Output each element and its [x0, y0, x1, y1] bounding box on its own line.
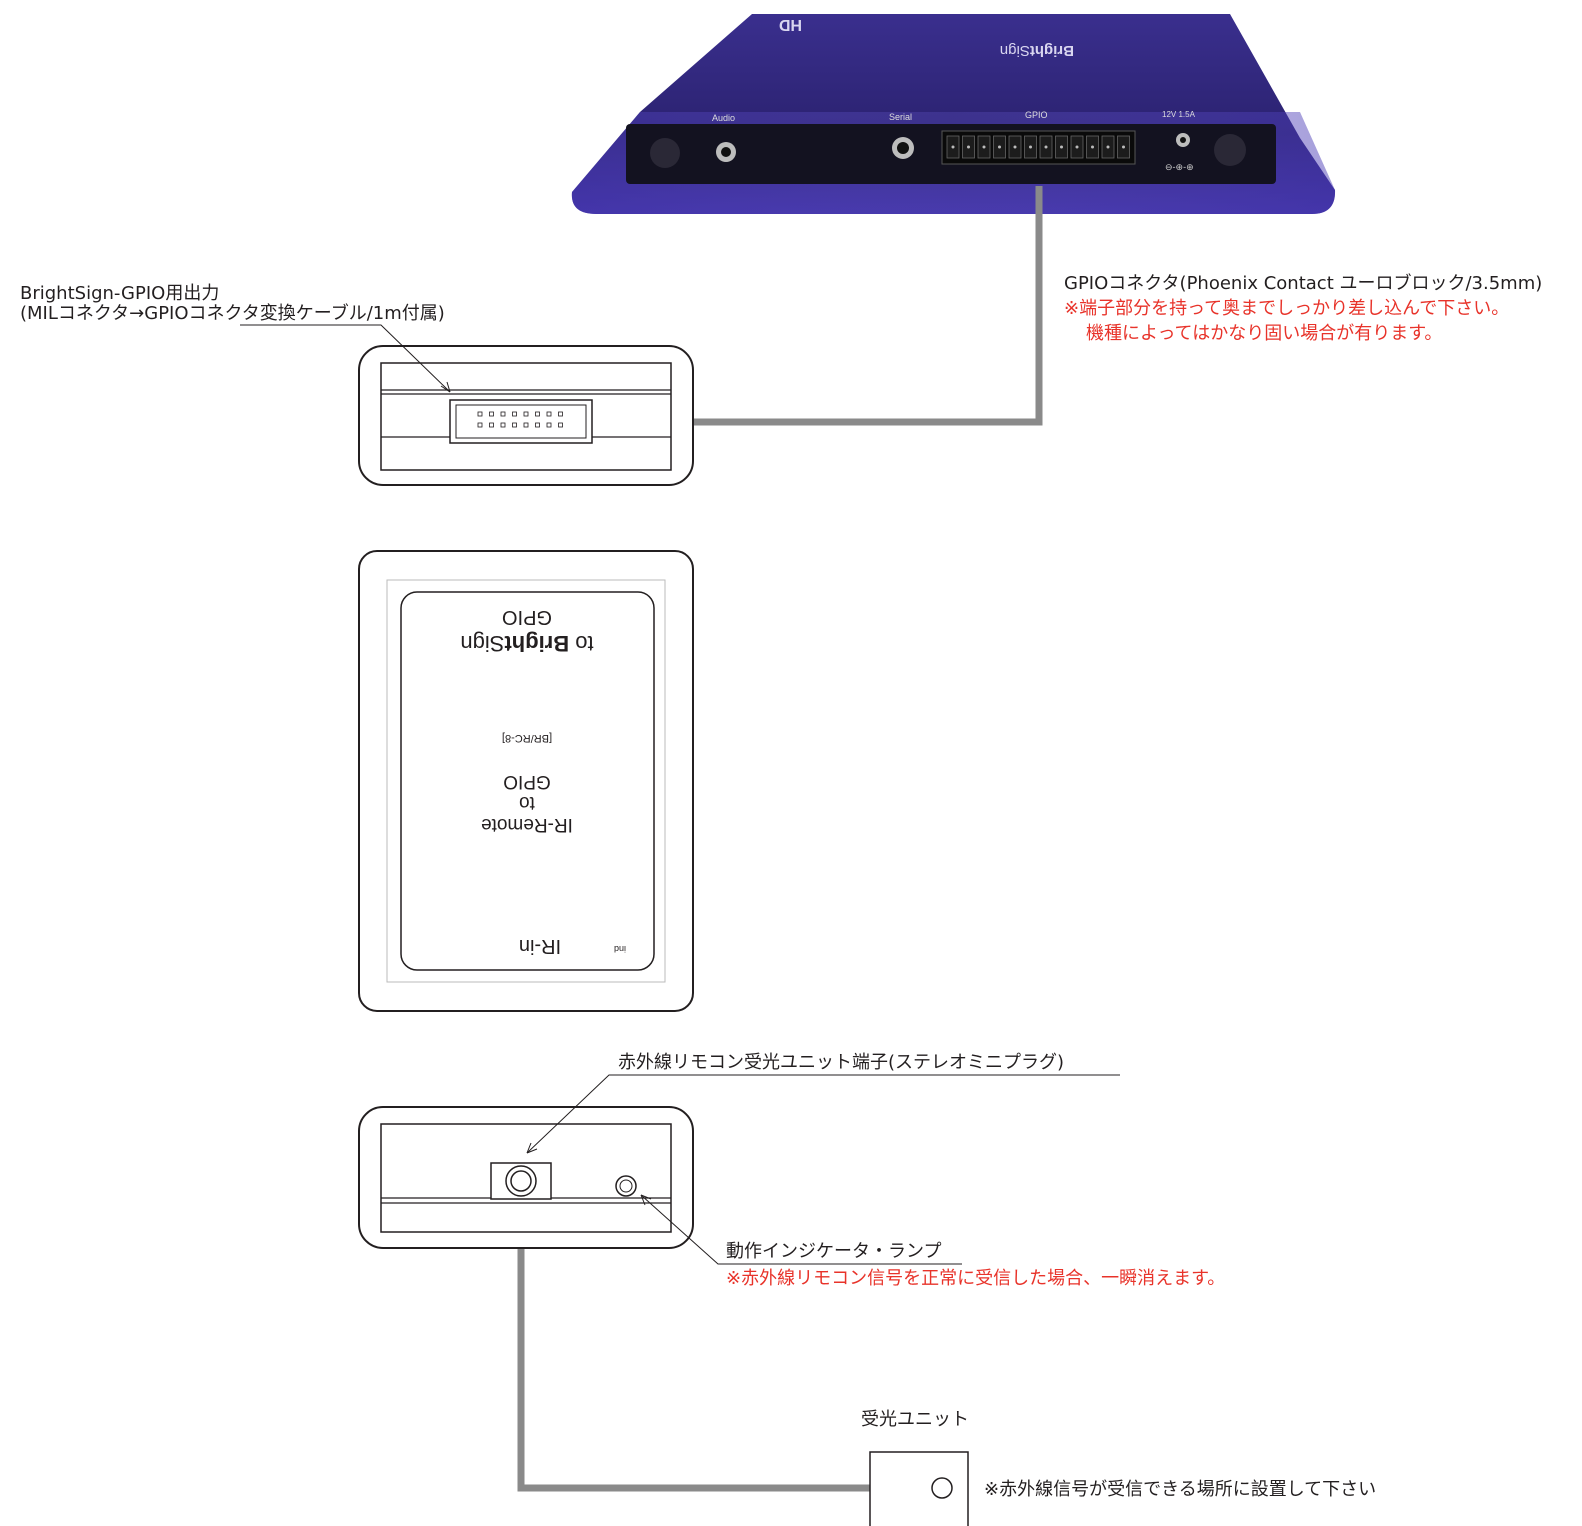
leader-lines — [240, 324, 1120, 1265]
gpio-pin-screw — [1106, 145, 1110, 149]
gpio-pin-screw — [998, 145, 1001, 149]
gpio-terminal-pins — [946, 135, 1130, 159]
indicator-title: 動作インジケータ・ランプ — [726, 1241, 942, 1262]
mil-pin — [535, 411, 540, 417]
ir-receiver-cable — [517, 1199, 870, 1492]
indicator-note: ※赤外線リモコン信号を正常に受信した場合、一瞬消えます。 — [726, 1268, 1226, 1289]
label-to-brightsign: to BrightSign — [460, 631, 593, 656]
gpio-pin-screw — [1013, 145, 1017, 149]
mil-pin — [546, 422, 552, 428]
module-top-view: GPIO to BrightSign [BR/RC-8] GPIO to IR-… — [358, 550, 694, 1012]
receiver-note: ※赤外線信号が受信できる場所に設置して下さい — [984, 1479, 1377, 1500]
leader-ir-terminal — [526, 1074, 1120, 1154]
module-rear-view — [358, 345, 694, 486]
mil-pin — [489, 422, 494, 428]
mil-pin — [546, 411, 552, 417]
cables — [517, 186, 1043, 1492]
gpio-pin-screw — [967, 145, 970, 149]
gpio-pin-screw — [1075, 145, 1079, 149]
label-gpio-top: GPIO — [502, 606, 552, 628]
gpio-port-label: GPIO — [1025, 110, 1048, 120]
gpio-connector-note-2: 機種によってはかなり固い場合が有ります。 — [1086, 323, 1443, 344]
gpio-output-title: BrightSign-GPIO用出力 — [20, 283, 220, 304]
leader-gpio-output — [240, 324, 451, 393]
mil-connector-pins — [477, 411, 563, 428]
label-line-to: to — [519, 792, 535, 813]
gpio-pin-screw — [951, 145, 955, 149]
gpio-pin-screw — [1029, 145, 1032, 149]
gpio-pin-screw — [1060, 145, 1063, 149]
right-foot — [1214, 134, 1246, 166]
mil-pin — [489, 411, 494, 417]
gpio-connector-title: GPIOコネクタ(Phoenix Contact ユーロブロック/3.5mm) — [1064, 273, 1543, 294]
mil-pin — [558, 422, 563, 428]
svg-text:to BrightSign: to BrightSign — [460, 631, 593, 656]
label-ind: ind — [614, 944, 626, 954]
mil-pin — [500, 422, 506, 428]
gpio-cable — [596, 186, 1043, 426]
power-port-label: 12V 1.5A — [1162, 110, 1196, 119]
mil-pin — [500, 411, 506, 417]
gpio-output-subtitle: (MILコネクタ→GPIOコネクタ変換ケーブル/1m付属) — [20, 303, 445, 324]
label-model: [BR/RC-8] — [502, 732, 552, 744]
receiver-title: 受光ユニット — [861, 1409, 969, 1430]
mil-pin — [523, 411, 529, 417]
mil-pin — [512, 411, 517, 417]
receiver-box — [869, 1451, 969, 1526]
mil-pin — [523, 422, 529, 428]
mil-pin — [477, 422, 483, 428]
serial-port-label: Serial — [889, 112, 912, 122]
ir-receiver-unit — [869, 1451, 969, 1526]
module-front-view — [358, 1106, 694, 1249]
polarity-symbol: ⊖-⊕-⊕ — [1165, 162, 1194, 172]
label-line-gpio: GPIO — [503, 771, 551, 792]
svg-text:BrightSign: BrightSign — [1000, 42, 1074, 59]
mil-pin — [558, 411, 563, 417]
label-ir-in: IR-in — [519, 935, 561, 957]
device-logo: BrightSign — [1000, 42, 1074, 59]
brightsign-player: HD BrightSign Audio Serial GPIO 12V 1.5A… — [571, 14, 1336, 214]
gpio-pin-screw — [1044, 145, 1048, 149]
label-line-ir-remote: IR-Remote — [481, 814, 573, 835]
gpio-connector-note-1: ※端子部分を持って奥までしっかり差し込んで下さい。 — [1064, 298, 1510, 319]
gpio-pin-screw — [982, 145, 986, 149]
ir-terminal-title: 赤外線リモコン受光ユニット端子(ステレオミニプラグ) — [618, 1052, 1065, 1073]
audio-port-label: Audio — [712, 113, 735, 123]
leader-indicator — [640, 1194, 962, 1265]
module-label-sticker — [400, 591, 655, 971]
mil-pin — [477, 411, 483, 417]
receiver-sensor — [931, 1477, 953, 1499]
left-foot — [650, 138, 680, 168]
gpio-pin-screw — [1122, 145, 1125, 149]
mil-pin — [512, 422, 517, 428]
mil-pin — [535, 422, 540, 428]
gpio-pin-screw — [1091, 145, 1094, 149]
device-model-text: HD — [779, 16, 802, 33]
